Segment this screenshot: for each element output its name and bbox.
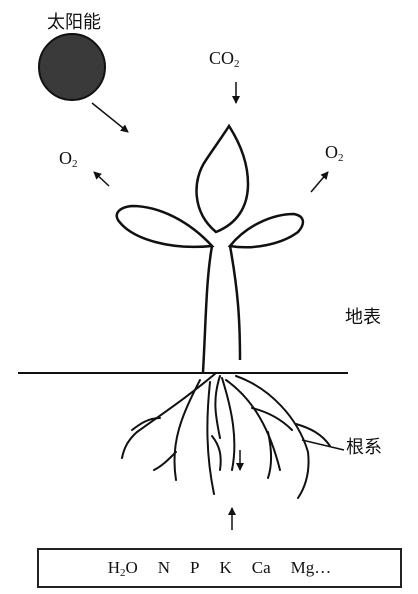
nutrient-phosphorus: P bbox=[190, 558, 199, 578]
top-leaf bbox=[197, 126, 248, 232]
sunlight-arrow bbox=[92, 103, 128, 132]
roots-label: 根系 bbox=[346, 433, 382, 459]
o2-right-label: O2 bbox=[325, 142, 344, 164]
sun-label: 太阳能 bbox=[47, 8, 101, 34]
nutrient-nitrogen: N bbox=[158, 558, 170, 578]
nutrient-calcium: Ca bbox=[252, 558, 271, 578]
nutrient-water: H2O bbox=[108, 558, 138, 579]
co2-label: CO2 bbox=[209, 48, 240, 70]
o2-left-label: O2 bbox=[59, 148, 78, 170]
root-system bbox=[122, 373, 330, 498]
o2-left-arrow bbox=[94, 172, 109, 186]
o2-right-arrow bbox=[311, 172, 328, 192]
nutrient-magnesium: Mg… bbox=[291, 558, 332, 578]
ground-label: 地表 bbox=[345, 303, 381, 329]
roots-leader-line bbox=[302, 440, 344, 450]
nutrient-potassium: K bbox=[220, 558, 232, 578]
left-leaf bbox=[117, 206, 212, 247]
sun-icon bbox=[39, 34, 105, 100]
soil-nutrients-box: H2O N P K Ca Mg… bbox=[37, 548, 402, 588]
stem bbox=[203, 246, 240, 372]
right-leaf bbox=[230, 214, 303, 247]
